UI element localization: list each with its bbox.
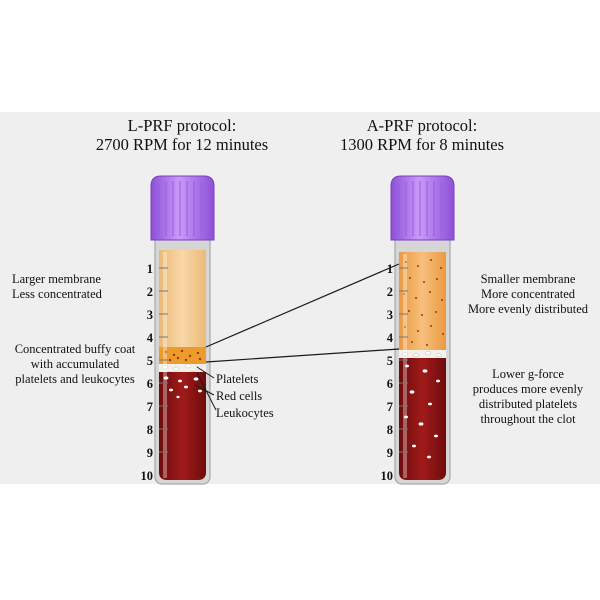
right-plasma-dots	[403, 259, 444, 346]
label-leukocytes: Leukocytes	[216, 406, 274, 420]
right-title-line2: 1300 RPM for 8 minutes	[339, 135, 505, 154]
left-scale-10: 10	[141, 469, 154, 483]
left-scale-numbers: 1 2 3 4 5 6 7 8 9 10	[141, 262, 154, 483]
right-scale-4: 4	[387, 331, 394, 345]
left-scale-5: 5	[147, 354, 153, 368]
right-title: A-PRF protocol: 1300 RPM for 8 minutes	[302, 116, 542, 154]
right-tube	[390, 175, 455, 485]
right-scale-numbers: 1 2 3 4 5 6 7 8 9 10	[381, 262, 394, 483]
left-tube-cap	[150, 175, 215, 241]
right-scale-3: 3	[387, 308, 393, 322]
pointer-red-cells	[194, 384, 215, 396]
right-note-gforce-line1: Lower g-force	[492, 367, 564, 381]
right-note-membrane-line3: More evenly distributed	[467, 302, 589, 316]
right-scale-5: 5	[387, 354, 393, 368]
right-scale-10: 10	[381, 469, 394, 483]
left-note-buffy-line1: Concentrated buffy coat	[14, 342, 136, 356]
left-scale-9: 9	[147, 446, 153, 460]
left-leukocyte-band	[159, 364, 206, 372]
left-scale-3: 3	[147, 308, 153, 322]
right-note-gforce-line4: throughout the clot	[480, 412, 576, 426]
left-note-membrane: Larger membrane Less concentrated	[12, 272, 102, 302]
right-note-membrane: Smaller membrane More concentrated More …	[458, 272, 598, 317]
connector-membrane	[205, 263, 400, 348]
pointer-platelets	[196, 366, 215, 379]
background-panel	[0, 112, 600, 484]
left-scale-6: 6	[147, 377, 153, 391]
left-title-line1: L-PRF protocol:	[127, 116, 237, 135]
left-red-cells-layer	[159, 372, 206, 480]
left-note-membrane-line2: Less concentrated	[12, 287, 102, 301]
left-title: L-PRF protocol: 2700 RPM for 12 minutes	[62, 116, 302, 154]
right-title-line1: A-PRF protocol:	[366, 116, 478, 135]
connector-buffy	[205, 348, 400, 363]
left-scale-4: 4	[147, 331, 154, 345]
left-scale-1: 1	[147, 262, 153, 276]
right-red-speckles	[404, 364, 440, 459]
right-note-gforce: Lower g-force produces more evenly distr…	[458, 367, 598, 427]
left-scale-8: 8	[147, 423, 153, 437]
left-buffy-dots	[164, 349, 202, 362]
right-scale-7: 7	[387, 400, 393, 414]
right-tube-highlight	[403, 254, 407, 478]
label-platelets: Platelets	[216, 372, 259, 386]
right-scale-6: 6	[387, 377, 393, 391]
left-tube-ticks	[159, 267, 168, 453]
right-leukocyte-cells	[402, 350, 442, 358]
right-tube-cap	[390, 175, 455, 241]
right-scale-1: 1	[387, 262, 393, 276]
left-note-buffy-line2: with accumulated	[30, 357, 120, 371]
left-red-speckles	[163, 376, 202, 399]
left-note-buffy-line3: platelets and leukocytes	[15, 372, 135, 386]
right-note-gforce-line2: produces more evenly	[472, 382, 584, 396]
left-title-line2: 2700 RPM for 12 minutes	[95, 135, 269, 154]
comparison-connectors	[205, 263, 400, 363]
right-note-membrane-line2: More concentrated	[480, 287, 576, 301]
left-note-buffy: Concentrated buffy coat with accumulated…	[2, 342, 148, 387]
right-tube-ticks	[399, 267, 408, 453]
right-scale-9: 9	[387, 446, 393, 460]
right-note-membrane-line1: Smaller membrane	[480, 272, 576, 286]
left-tube	[150, 175, 215, 485]
left-plasma-layer	[159, 250, 206, 347]
left-scale-2: 2	[147, 285, 153, 299]
pointer-leukocytes	[196, 372, 217, 411]
layer-pointers	[194, 366, 217, 411]
left-note-membrane-line1: Larger membrane	[12, 272, 101, 286]
right-scale-8: 8	[387, 423, 393, 437]
left-scale-7: 7	[147, 400, 153, 414]
label-red-cells: Red cells	[216, 389, 263, 403]
left-tube-highlight	[163, 252, 167, 478]
right-scale-2: 2	[387, 285, 393, 299]
right-leukocyte-band	[399, 350, 446, 358]
right-note-gforce-line3: distributed platelets	[478, 397, 578, 411]
right-red-cells-layer	[399, 358, 446, 480]
